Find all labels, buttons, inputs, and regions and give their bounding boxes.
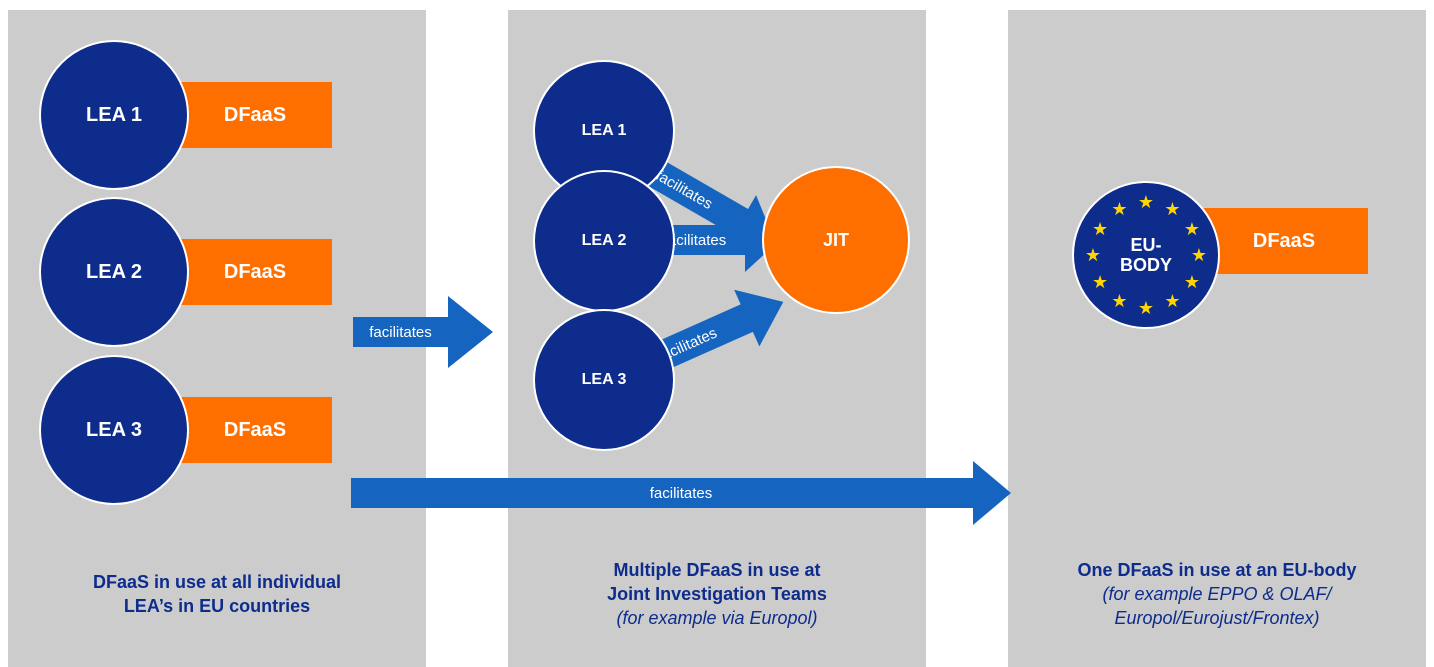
caption-line: Joint Investigation Teams (607, 584, 827, 604)
star-icon: ★ (1084, 245, 1102, 265)
eu-body-emblem: EU- BODY ★★★★★★★★★★★★ (1072, 181, 1220, 329)
caption-line: (for example EPPO & OLAF/ (1102, 584, 1332, 604)
star-icon: ★ (1190, 245, 1208, 265)
eu-body-label-line: EU- (1130, 235, 1162, 255)
eu-body-label: EU- BODY (1074, 183, 1218, 327)
star-icon: ★ (1137, 298, 1155, 318)
caption-eu-body: One DFaaS in use at an EU-body (for exam… (1008, 558, 1426, 630)
caption-line: (for example via Europol) (616, 608, 818, 628)
star-icon: ★ (1183, 271, 1200, 292)
star-icon: ★ (1183, 218, 1200, 239)
star-icon: ★ (1137, 192, 1155, 212)
caption-joint-investigation-teams: Multiple DFaaS in use at Joint Investiga… (508, 558, 926, 630)
facilitates-arrow-to-jit: facilitates (353, 296, 493, 368)
star-icon: ★ (1111, 199, 1128, 220)
dfaas-box-2: DFaaS (178, 239, 332, 305)
caption-line: Europol/Eurojust/Frontex) (1114, 608, 1320, 628)
star-icon: ★ (1111, 290, 1128, 311)
dfaas-box-3: DFaaS (178, 397, 332, 463)
caption-line: LEA’s in EU countries (123, 596, 311, 616)
star-icon: ★ (1164, 199, 1181, 220)
lea-3-circle: LEA 3 (39, 355, 189, 505)
star-icon: ★ (1164, 290, 1181, 311)
star-icon: ★ (1092, 271, 1109, 292)
caption-line: Multiple DFaaS in use at (613, 560, 821, 580)
eu-body-label-line: BODY (1119, 255, 1172, 275)
panel-eu-body (1008, 10, 1426, 667)
caption-individual-leas: DFaaS in use at all individual LEA’s in … (8, 570, 426, 618)
lea-3-circle: LEA 3 (533, 309, 675, 451)
lea-2-circle: LEA 2 (533, 170, 675, 312)
caption-line: One DFaaS in use at an EU-body (1077, 560, 1357, 580)
caption-line: DFaaS in use at all individual (92, 572, 342, 592)
dfaas-box-eu: DFaaS (1200, 208, 1368, 274)
dfaas-box-1: DFaaS (178, 82, 332, 148)
star-icon: ★ (1092, 218, 1109, 239)
lea-2-circle: LEA 2 (39, 197, 189, 347)
lea-1-circle: LEA 1 (39, 40, 189, 190)
jit-circle: JIT (762, 166, 910, 314)
facilitates-arrow-to-eu-body: facilitates (351, 461, 1011, 525)
